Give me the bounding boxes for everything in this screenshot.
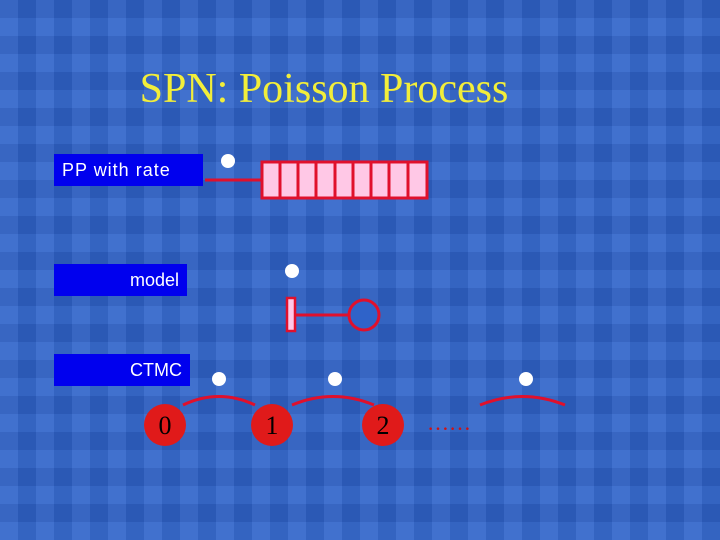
pp-with-rate-label: PP with rate <box>54 154 203 186</box>
queue-place <box>260 160 429 200</box>
rate-dot <box>285 264 299 278</box>
ctmc-state-0: 0 <box>144 404 186 446</box>
rate-dot <box>221 154 235 168</box>
queue-outline <box>260 160 429 200</box>
state-label: 1 <box>266 411 279 440</box>
slide-title: SPN: Poisson Process <box>139 66 509 112</box>
ctmc-state-1: 1 <box>251 404 293 446</box>
continuation-dots: …… <box>427 410 471 435</box>
rate-dot <box>328 372 342 386</box>
rate-dot <box>212 372 226 386</box>
place <box>347 298 381 332</box>
timed-transition <box>285 296 297 333</box>
rate-dot <box>519 372 533 386</box>
model-row <box>285 264 381 333</box>
state-circle <box>251 404 293 446</box>
state-circle <box>144 404 186 446</box>
pp-source-row <box>205 154 429 200</box>
model-label: model <box>54 264 187 296</box>
transition-arc-0-1 <box>182 395 256 407</box>
state-label: 0 <box>159 411 172 440</box>
ctmc-state-2: 2 <box>362 404 404 446</box>
ctmc-label: CTMC <box>54 354 190 386</box>
state-label: 2 <box>377 411 390 440</box>
transition-arc-continuation <box>479 395 566 407</box>
ctmc-row: 0 1 2 …… <box>144 372 566 446</box>
state-circle <box>362 404 404 446</box>
transition-arc-1-2 <box>291 395 375 407</box>
